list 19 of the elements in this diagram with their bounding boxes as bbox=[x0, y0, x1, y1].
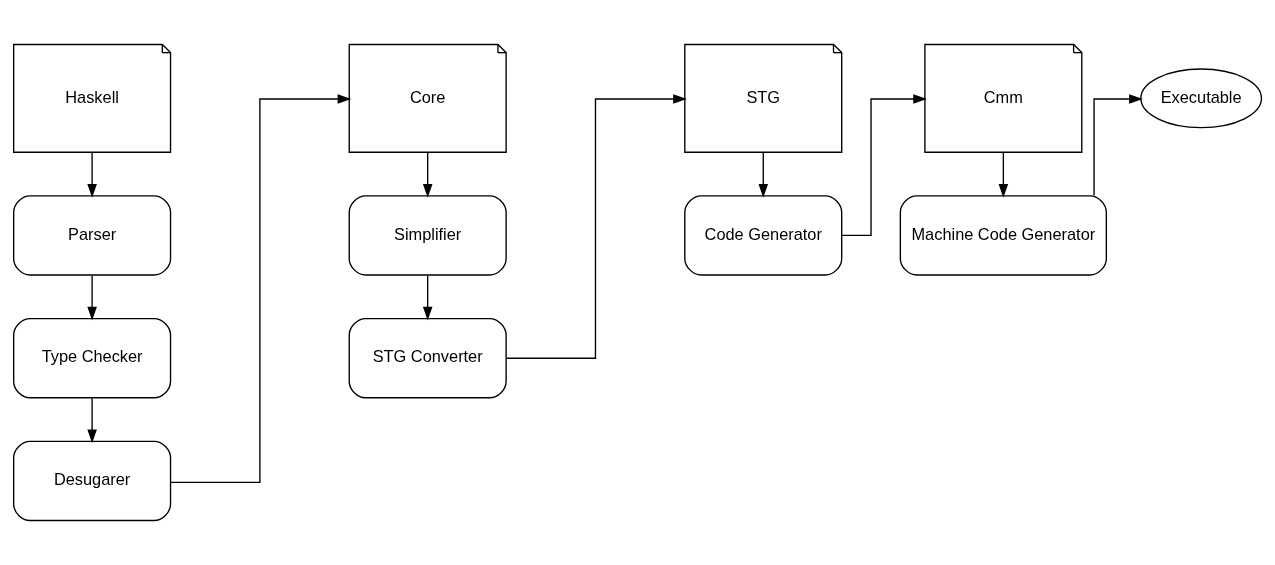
arrow bbox=[87, 151, 97, 198]
node-box: Type Checker bbox=[13, 317, 172, 399]
arrow bbox=[505, 94, 687, 359]
node-ellipse: Executable bbox=[1140, 68, 1263, 129]
node-box: Parser bbox=[13, 195, 172, 276]
node-box: Desugarer bbox=[13, 440, 172, 522]
arrow bbox=[841, 94, 927, 237]
arrow bbox=[758, 151, 769, 198]
arrow bbox=[87, 274, 97, 321]
node-box: Code Generator bbox=[684, 195, 843, 276]
arrow bbox=[422, 274, 433, 321]
arrow bbox=[87, 397, 97, 444]
arrow bbox=[422, 151, 433, 198]
arrow bbox=[1093, 94, 1143, 197]
arrow bbox=[998, 151, 1009, 198]
node-box: STG Converter bbox=[348, 317, 507, 399]
node-box: Simplifier bbox=[348, 195, 507, 276]
arrow bbox=[169, 94, 352, 484]
node-box: Machine Code Generator bbox=[899, 195, 1107, 276]
